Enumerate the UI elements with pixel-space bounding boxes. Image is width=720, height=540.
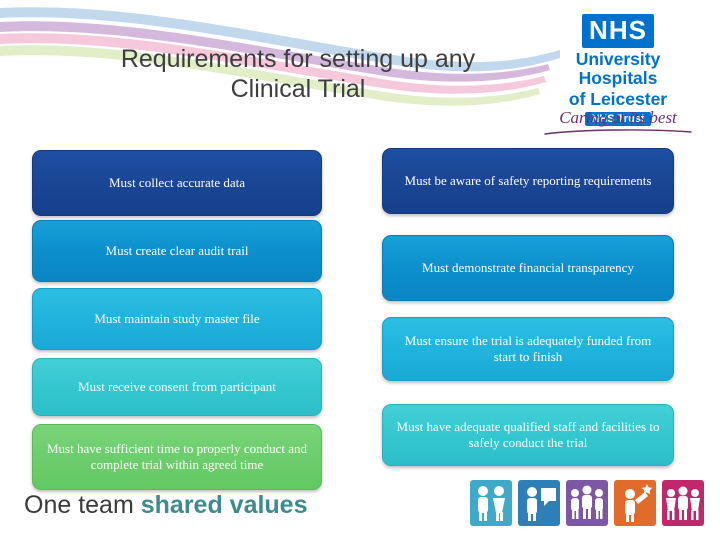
requirement-box-left-5: Must have sufficient time to properly co…: [32, 424, 322, 490]
hand-star-icon: [614, 480, 656, 526]
requirement-text: Must be aware of safety reporting requir…: [404, 173, 652, 188]
nhs-wordmark: NHS: [582, 14, 654, 48]
values-icon-strip: [470, 480, 704, 526]
requirement-box-right-3: Must ensure the trial is adequately fund…: [382, 317, 674, 381]
tagline-underline-icon: [544, 129, 692, 135]
strapline-part-2: shared values: [140, 491, 308, 519]
requirement-text: Must have sufficient time to properly co…: [46, 441, 308, 472]
caring-tagline: Caring at its best: [534, 108, 702, 137]
people-icon: [470, 480, 512, 526]
requirement-box-right-1: Must be aware of safety reporting requir…: [382, 148, 674, 214]
team-icon: [662, 480, 704, 526]
title-line-1: Requirements for setting up any: [120, 45, 476, 73]
requirement-text: Must create clear audit trail: [105, 243, 249, 258]
requirement-box-left-2: Must create clear audit trail: [32, 220, 322, 282]
strapline: One team shared values: [24, 491, 308, 520]
group-icon: [566, 480, 608, 526]
requirement-box-right-4: Must have adequate qualified staff and f…: [382, 404, 674, 466]
page-title: Requirements for setting up any Clinical…: [58, 44, 538, 104]
strapline-part-1: One team: [24, 491, 134, 519]
requirement-box-right-2: Must demonstrate financial transparency: [382, 235, 674, 301]
nhs-trust-badge: NHS Trust: [585, 112, 651, 126]
requirement-text: Must demonstrate financial transparency: [422, 260, 634, 275]
caring-tagline-text: Caring at its best: [559, 108, 677, 127]
nhs-logo: NHS University Hospitals of Leicester NH…: [534, 14, 702, 127]
requirement-text: Must ensure the trial is adequately fund…: [404, 333, 652, 364]
requirement-text: Must maintain study master file: [94, 311, 260, 326]
requirement-text: Must have adequate qualified staff and f…: [396, 419, 660, 450]
title-line-2: Clinical Trial: [230, 75, 366, 103]
requirement-box-left-3: Must maintain study master file: [32, 288, 322, 350]
requirement-box-left-1: Must collect accurate data: [32, 150, 322, 216]
requirement-box-left-4: Must receive consent from participant: [32, 358, 322, 416]
requirement-text: Must collect accurate data: [108, 175, 246, 190]
speech-bubble-icon: [518, 480, 560, 526]
trust-name-line-2: of Leicester: [568, 89, 668, 109]
requirement-text: Must receive consent from participant: [78, 379, 276, 394]
trust-name-line-1: University Hospitals: [575, 49, 661, 88]
